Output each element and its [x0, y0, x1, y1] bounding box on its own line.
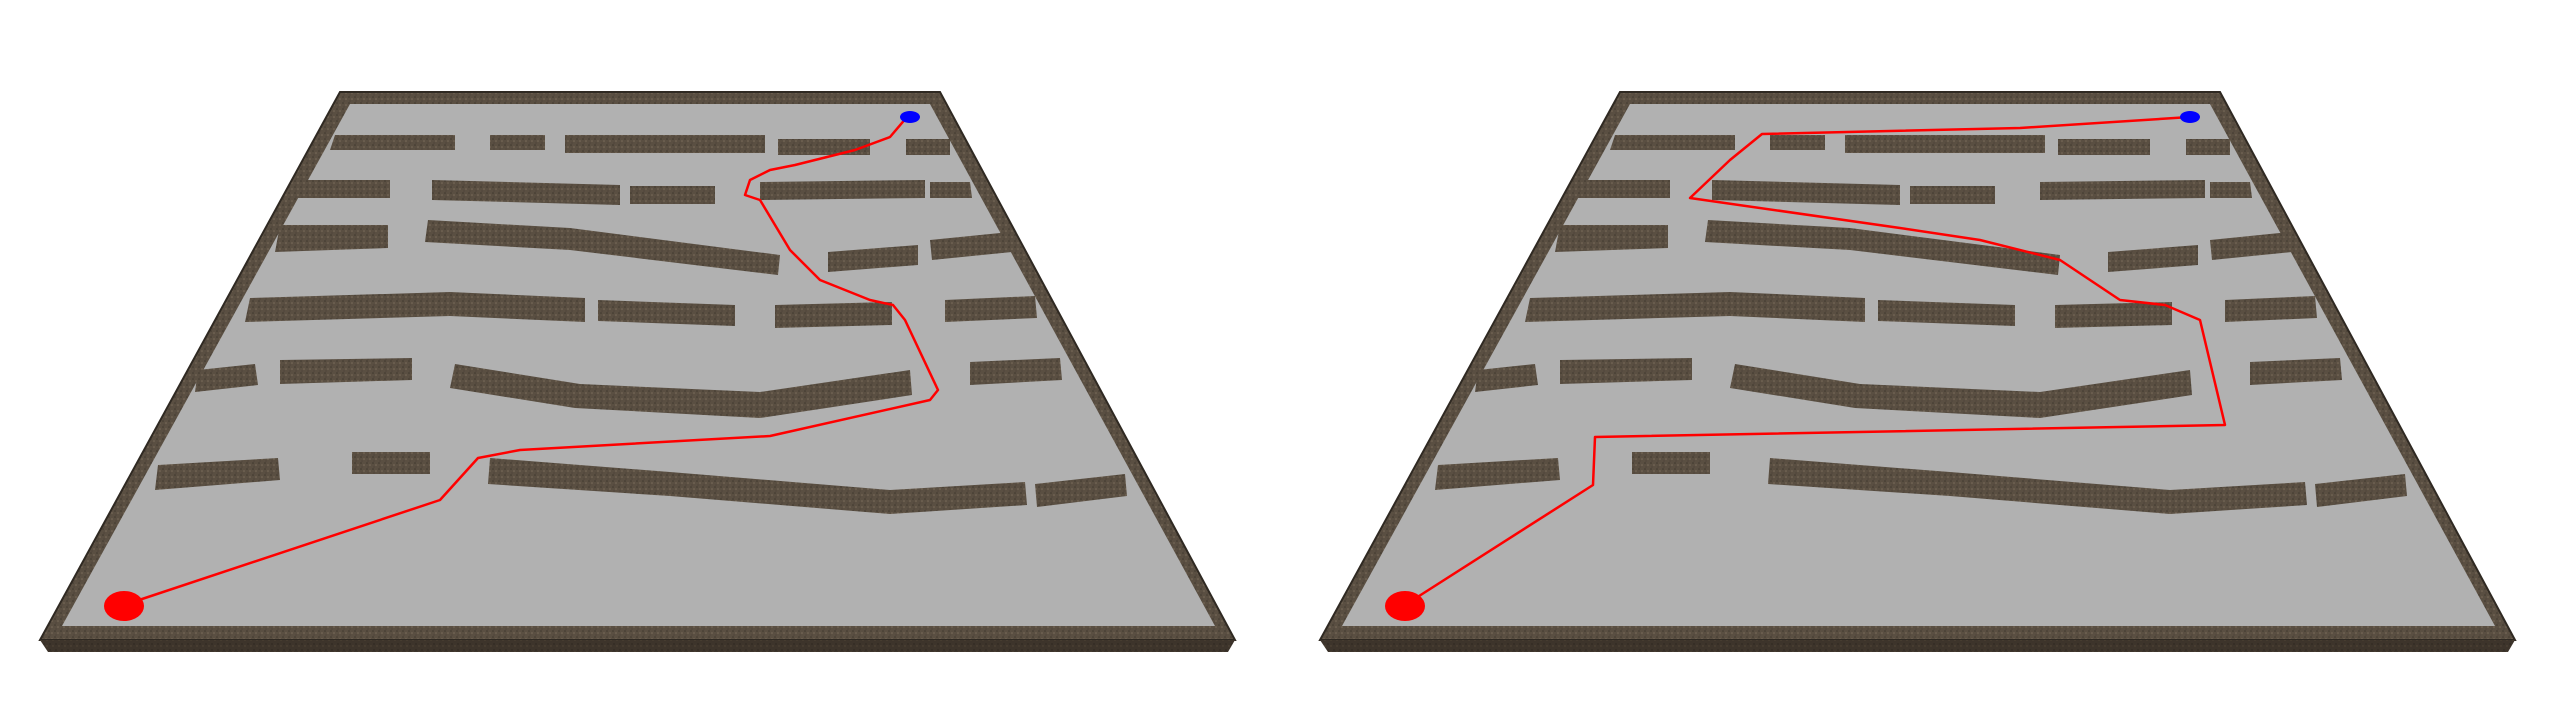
maze-wall — [245, 292, 585, 322]
maze-wall — [760, 180, 925, 200]
maze-wall — [488, 458, 1027, 514]
goal-marker — [2180, 111, 2200, 123]
maze-wall — [1560, 358, 1692, 384]
maze-wall — [970, 358, 1062, 385]
planned-path-left — [123, 116, 940, 607]
maze-wall — [1712, 180, 1900, 205]
maze-panel-right — [1318, 91, 2517, 652]
maze-wall — [1555, 225, 1668, 252]
maze-wall — [425, 220, 780, 275]
maze-wall — [275, 225, 388, 252]
maze-wall — [490, 135, 545, 150]
maze-wall — [598, 300, 735, 326]
maze-wall — [2108, 245, 2198, 272]
maze-wall — [1878, 300, 2015, 326]
maze-wall — [945, 296, 1037, 322]
goal-marker — [900, 111, 920, 123]
maze-wall — [1705, 220, 2060, 275]
start-marker — [1385, 591, 1425, 621]
maze-wall — [1910, 186, 1995, 204]
maze-wall — [330, 135, 455, 150]
maze-wall — [2210, 232, 2292, 260]
maze-walls — [155, 135, 1127, 514]
maze-panel-left — [38, 91, 1237, 652]
maze-wall — [1035, 474, 1127, 507]
maze-wall — [930, 232, 1012, 260]
maze-wall — [775, 302, 892, 328]
maze-wall — [565, 135, 765, 153]
maze-wall — [1525, 292, 1865, 322]
maze-wall — [1632, 452, 1710, 474]
maze-walls — [1435, 135, 2407, 514]
maze-wall — [1475, 364, 1538, 392]
planned-path-right — [1404, 115, 2227, 607]
maze-wall — [2040, 180, 2205, 200]
maze-wall — [2210, 182, 2252, 198]
maze-wall — [1610, 135, 1735, 150]
maze-wall — [828, 245, 918, 272]
maze-wall — [2250, 358, 2342, 385]
maze-wall — [280, 358, 412, 384]
maze-wall — [2186, 139, 2230, 155]
maze-wall — [778, 139, 870, 155]
maze-wall — [295, 180, 390, 198]
maze-wall — [906, 139, 950, 155]
maze-wall — [1435, 458, 1560, 490]
maze-wall — [2055, 302, 2172, 328]
maze-wall — [2225, 296, 2317, 322]
maze-wall — [450, 364, 912, 418]
maze-front-edge — [1320, 640, 2515, 652]
maze-wall — [432, 180, 620, 205]
maze-wall — [930, 182, 972, 198]
maze-wall — [1730, 364, 2192, 418]
maze-front-edge — [40, 640, 1235, 652]
maze-wall — [155, 458, 280, 490]
maze-wall — [1768, 458, 2307, 514]
maze-wall — [1575, 180, 1670, 198]
maze-wall — [352, 452, 430, 474]
maze-wall — [630, 186, 715, 204]
start-marker — [104, 591, 144, 621]
maze-wall — [2315, 474, 2407, 507]
maze-wall — [1770, 135, 1825, 150]
maze-wall — [2058, 139, 2150, 155]
maze-wall — [195, 364, 258, 392]
maze-wall — [1845, 135, 2045, 153]
